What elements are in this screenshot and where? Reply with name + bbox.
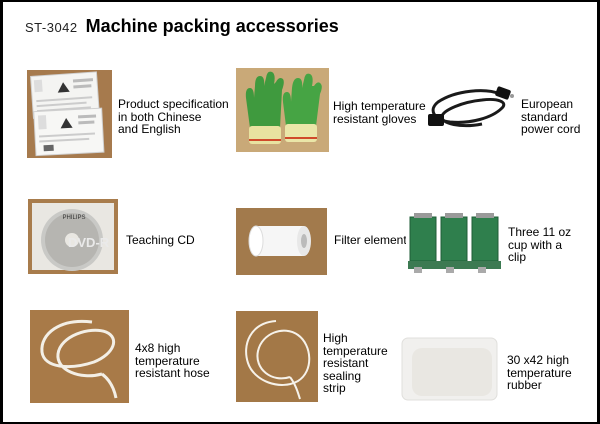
cd-photo: PHILIPS DVD-R <box>28 199 118 274</box>
manual-photo <box>27 70 112 158</box>
filter-label: Filter element <box>334 233 407 247</box>
filter-photo <box>236 208 327 275</box>
power-cord-photo <box>426 84 518 136</box>
title-text: Machine packing accessories <box>85 16 339 36</box>
page-title: ST-3042 Machine packing accessories <box>25 16 339 37</box>
gloves-photo <box>236 68 329 152</box>
clip-photo <box>406 213 503 275</box>
cd-label: Teaching CD <box>126 233 195 247</box>
hose-photo <box>30 310 129 403</box>
page: ST-3042 Machine packing accessories <box>3 2 597 422</box>
model-code: ST-3042 <box>25 20 78 35</box>
cd-brand: PHILIPS <box>62 215 85 221</box>
rubber-photo <box>400 336 499 402</box>
cd-disc-text: DVD-R <box>68 235 110 250</box>
sealing-strip-photo <box>236 311 318 402</box>
